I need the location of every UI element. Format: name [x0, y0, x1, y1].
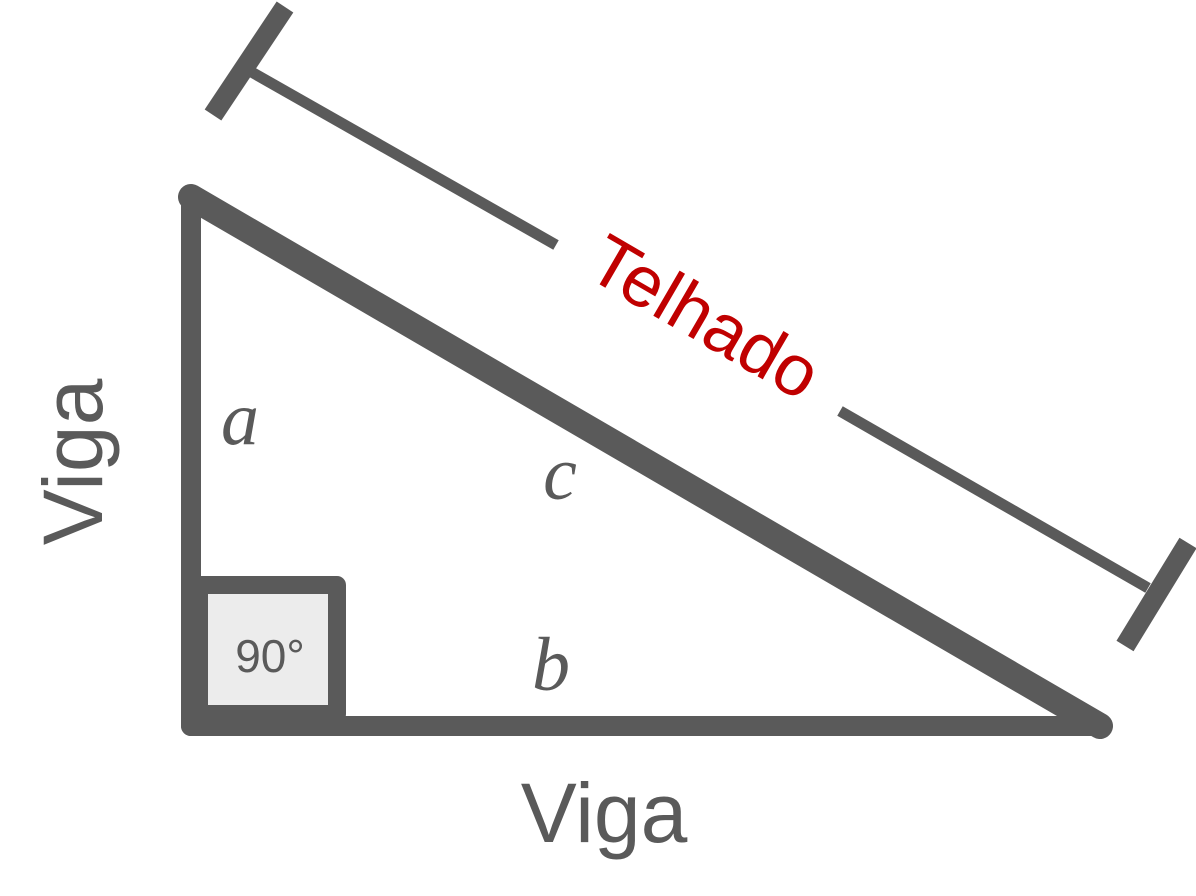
side-c-label: c	[543, 432, 577, 516]
roof-dimension-line	[204, 1, 1196, 652]
roof-dimension-segment-right	[837, 406, 1151, 593]
side-a-label: a	[221, 377, 259, 461]
roof-dimension-tick-right	[1116, 537, 1196, 652]
roof-dimension-tick-left	[204, 1, 294, 121]
triangle-side-c	[178, 184, 1113, 739]
triangle	[178, 184, 1113, 739]
right-angle-marker	[190, 576, 346, 723]
left-beam-label: Viga	[26, 378, 120, 545]
side-b-label: b	[532, 623, 570, 707]
roof-dimension-segment-left	[245, 65, 559, 250]
bottom-beam-label: Viga	[521, 766, 688, 860]
roof-label: Telhado	[575, 220, 833, 416]
right-angle-label: 90°	[235, 630, 305, 682]
